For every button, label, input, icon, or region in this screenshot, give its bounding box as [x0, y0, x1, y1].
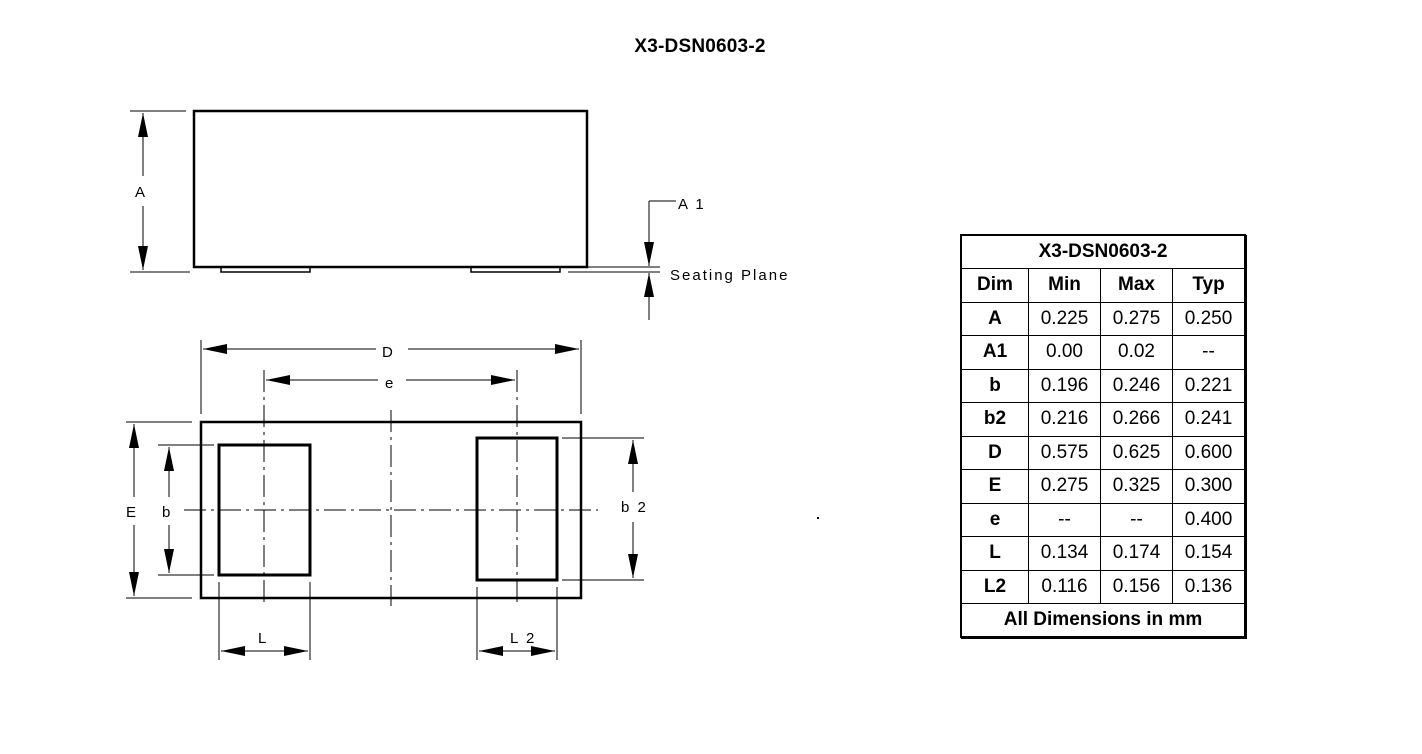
cell-typ: 0.600 [1172, 435, 1246, 470]
package-body-side [192, 109, 589, 269]
table-row: L 0.134 0.174 0.154 [960, 536, 1246, 571]
label-seating-plane: Seating Plane [670, 267, 789, 284]
label-b2: b 2 [621, 499, 648, 516]
label-b: b [162, 504, 172, 521]
left-pad-side [220, 266, 311, 273]
header-typ: Typ [1172, 268, 1246, 303]
label-e: e [385, 375, 395, 392]
label-L: L [258, 630, 268, 647]
header-max: Max [1100, 268, 1173, 303]
cell-typ: 0.136 [1172, 569, 1246, 604]
cell-dim: b [960, 368, 1029, 403]
cell-dim: L [960, 536, 1029, 571]
table-row: D 0.575 0.625 0.600 [960, 435, 1246, 470]
cell-max: 0.266 [1100, 402, 1173, 437]
cell-max: 0.325 [1100, 469, 1173, 504]
cell-typ: -- [1172, 335, 1246, 370]
right-pad-side [470, 266, 561, 273]
cell-dim: D [960, 435, 1029, 470]
cell-max: -- [1100, 502, 1173, 537]
table-row: A1 0.00 0.02 -- [960, 335, 1246, 370]
label-A1: A 1 [678, 196, 706, 213]
cell-max: 0.174 [1100, 536, 1173, 571]
table-row: e -- -- 0.400 [960, 502, 1246, 537]
cell-dim: e [960, 502, 1029, 537]
dimensions-table: X3-DSN0603-2 Dim Min Max Typ A 0.225 0.2… [960, 234, 1246, 638]
table-header-row: Dim Min Max Typ [960, 268, 1246, 303]
cell-max: 0.625 [1100, 435, 1173, 470]
bottom-view [126, 340, 644, 660]
cell-typ: 0.154 [1172, 536, 1246, 571]
cell-min: 0.196 [1028, 368, 1101, 403]
cell-min: 0.216 [1028, 402, 1101, 437]
cell-dim: A [960, 301, 1029, 336]
table-title: X3-DSN0603-2 [960, 234, 1246, 269]
label-E: E [126, 504, 138, 521]
table-row: L2 0.116 0.156 0.136 [960, 569, 1246, 604]
cell-min: -- [1028, 502, 1101, 537]
cell-min: 0.116 [1028, 569, 1101, 604]
page-title: X3-DSN0603-2 [634, 36, 766, 57]
cell-typ: 0.241 [1172, 402, 1246, 437]
cell-min: 0.575 [1028, 435, 1101, 470]
cell-min: 0.134 [1028, 536, 1101, 571]
table-row: E 0.275 0.325 0.300 [960, 469, 1246, 504]
header-dim: Dim [960, 268, 1029, 303]
cell-typ: 0.300 [1172, 469, 1246, 504]
table-row: b2 0.216 0.266 0.241 [960, 402, 1246, 437]
label-L2: L 2 [510, 630, 536, 647]
cell-dim: b2 [960, 402, 1029, 437]
cell-max: 0.156 [1100, 569, 1173, 604]
cell-typ: 0.400 [1172, 502, 1246, 537]
cell-max: 0.275 [1100, 301, 1173, 336]
table-footer: All Dimensions in mm [960, 603, 1246, 638]
cell-typ: 0.221 [1172, 368, 1246, 403]
cell-min: 0.00 [1028, 335, 1101, 370]
header-min: Min [1028, 268, 1101, 303]
cell-dim: E [960, 469, 1029, 504]
cell-max: 0.246 [1100, 368, 1173, 403]
cell-min: 0.275 [1028, 469, 1101, 504]
cell-dim: A1 [960, 335, 1029, 370]
side-view [130, 109, 676, 320]
stray-dot [817, 517, 819, 519]
cell-min: 0.225 [1028, 301, 1101, 336]
cell-dim: L2 [960, 569, 1029, 604]
label-A: A [135, 184, 147, 201]
cell-max: 0.02 [1100, 335, 1173, 370]
label-D: D [382, 344, 395, 361]
table-row: b 0.196 0.246 0.221 [960, 368, 1246, 403]
table-row: A 0.225 0.275 0.250 [960, 301, 1246, 336]
cell-typ: 0.250 [1172, 301, 1246, 336]
